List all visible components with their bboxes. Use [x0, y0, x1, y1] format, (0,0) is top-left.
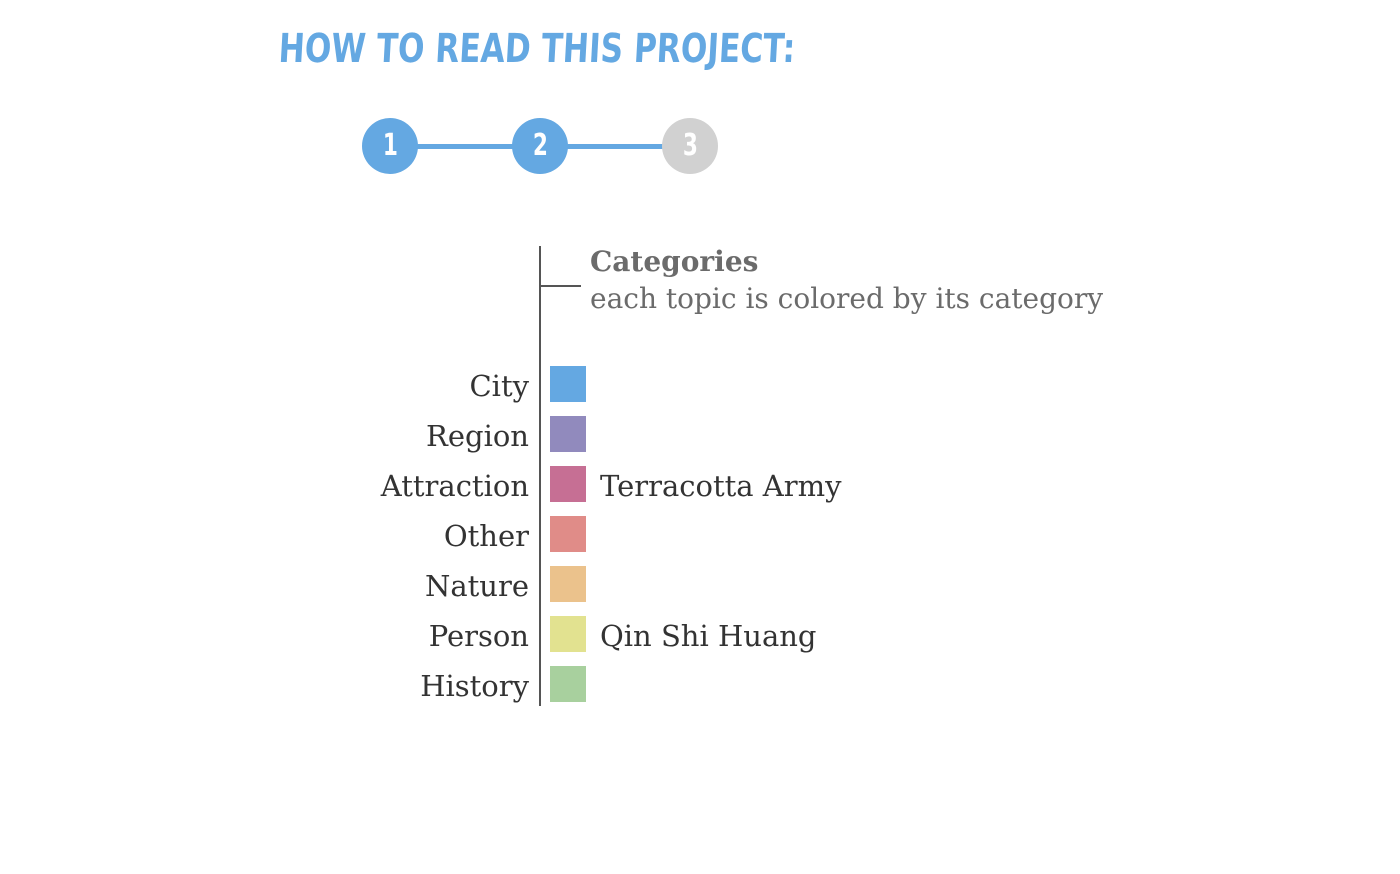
legend-row-other: Other [0, 516, 1400, 553]
category-label: History [420, 669, 529, 703]
category-label: Region [426, 419, 529, 453]
step-connector-2-3 [540, 144, 690, 149]
legend-axis-line [539, 246, 541, 706]
legend-row-region: Region [0, 416, 1400, 453]
legend-subheading: each topic is colored by its category [590, 282, 1104, 315]
category-example: Qin Shi Huang [600, 619, 817, 653]
category-swatch [550, 666, 586, 702]
category-label: City [469, 369, 529, 403]
legend-row-nature: Nature [0, 566, 1400, 603]
legend-row-city: City [0, 366, 1400, 403]
category-swatch [550, 366, 586, 402]
step-connector-1-2 [390, 144, 540, 149]
legend-heading: Categories [590, 245, 759, 278]
category-label: Attraction [380, 469, 529, 503]
category-swatch [550, 516, 586, 552]
category-swatch [550, 566, 586, 602]
legend-row-history: History [0, 666, 1400, 703]
category-label: Person [428, 619, 529, 653]
step-progress: 1 2 3 [362, 118, 718, 174]
legend-row-person: Person Qin Shi Huang [0, 616, 1400, 653]
step-1-button[interactable]: 1 [362, 118, 418, 174]
category-example: Terracotta Army [600, 469, 842, 503]
step-2-button[interactable]: 2 [512, 118, 568, 174]
step-2-label: 2 [532, 128, 548, 163]
step-1-label: 1 [382, 128, 398, 163]
category-label: Other [443, 519, 529, 553]
step-3-label: 3 [682, 128, 698, 163]
category-swatch [550, 616, 586, 652]
step-3-button[interactable]: 3 [662, 118, 718, 174]
page-title: HOW TO READ THIS PROJECT: [277, 26, 797, 72]
category-swatch [550, 416, 586, 452]
category-swatch [550, 466, 586, 502]
category-label: Nature [424, 569, 529, 603]
legend-row-attraction: Attraction Terracotta Army [0, 466, 1400, 503]
legend-axis-tick [541, 285, 581, 287]
